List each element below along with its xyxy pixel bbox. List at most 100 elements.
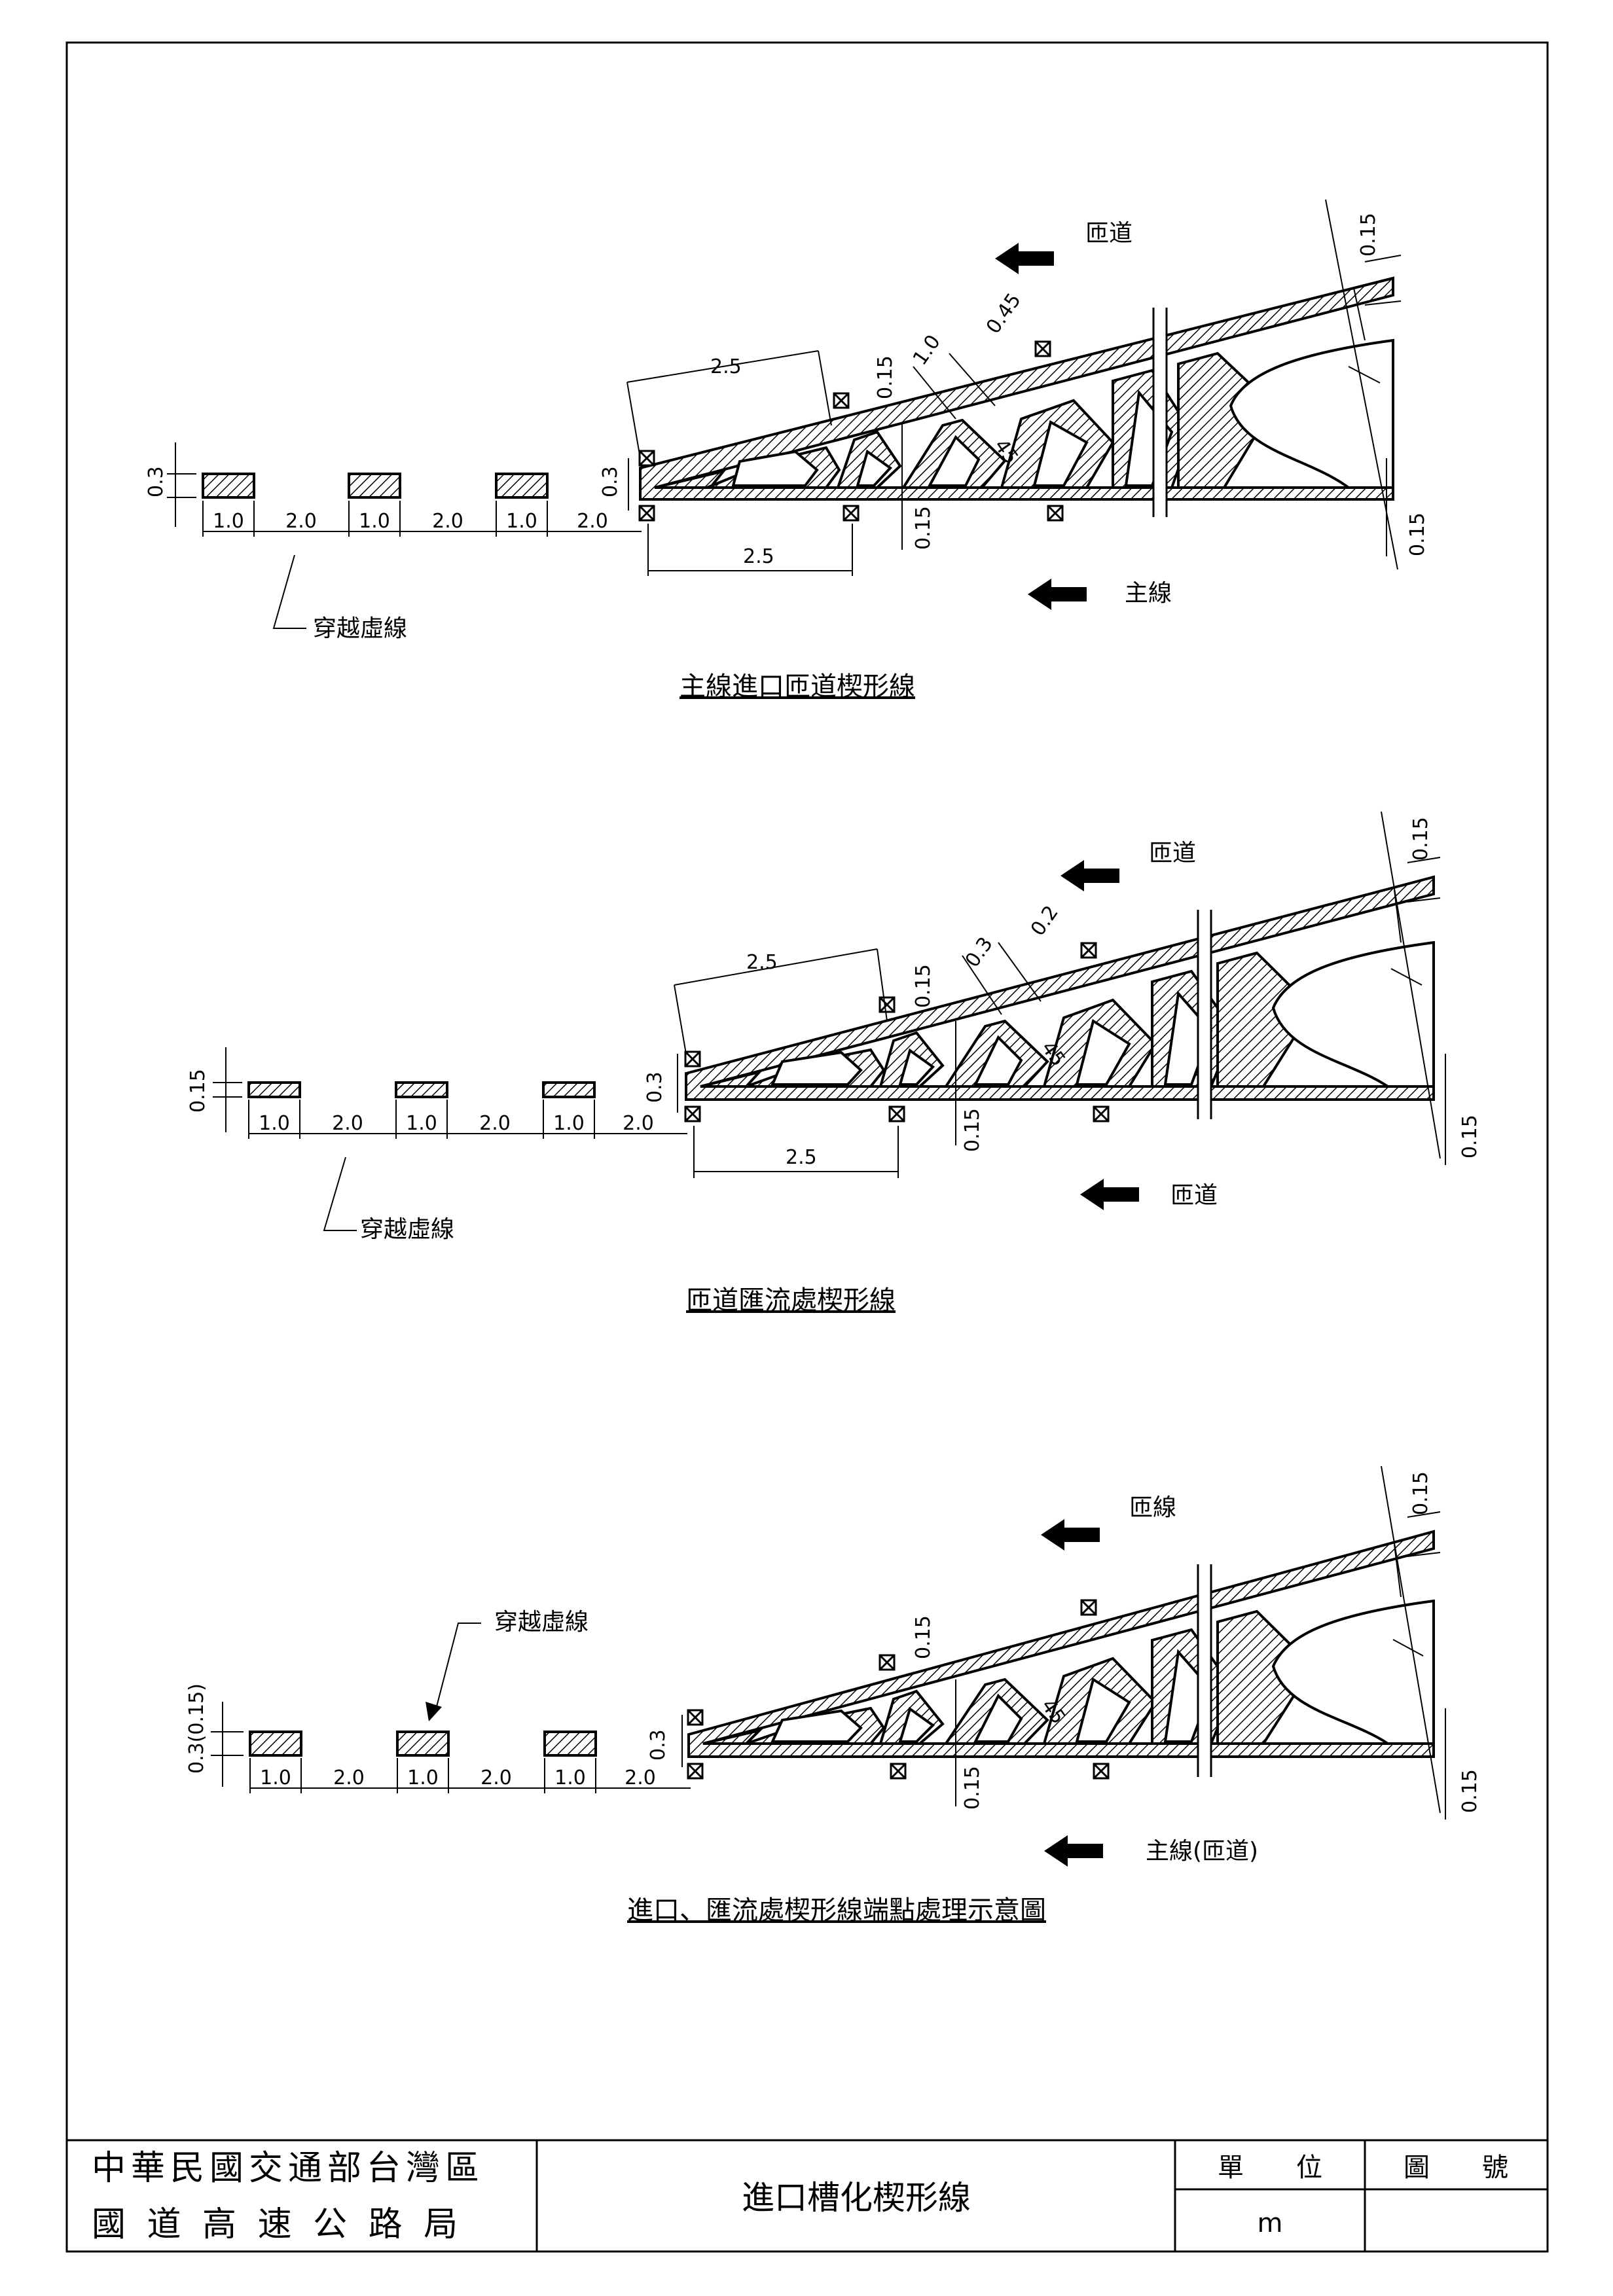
dim-line-width: 0.15 [961,1108,984,1152]
wedge-gap [898,1048,935,1086]
dim-line-width: 0.15 [1409,1471,1432,1515]
raised-pavement-marker-icon [638,505,655,522]
left-arrow-icon [1080,1179,1139,1210]
bottom-arrow-label: 主線(匝道) [1146,1838,1258,1865]
raised-pavement-marker-icon [843,505,860,522]
dim-dash-length: 1.0 [407,1767,439,1789]
raised-pavement-marker-icon [888,1105,905,1122]
dim-dash-gap: 2.0 [479,1112,511,1135]
dim-dash-length: 1.0 [359,510,390,533]
break-gap [1153,308,1167,517]
dim-stripe-gap: 0.2 [1026,901,1063,940]
diverge-line [1381,811,1441,1159]
title-block: 中華民國交通部台灣區 國 道 高 速 公 路 局 進口槽化楔形線 單 位 m 圖… [67,2139,1548,2251]
dash-block [249,1731,302,1757]
break-line-icon [1392,1639,1424,1657]
break-line-icon [1348,366,1381,384]
wedge-tip [654,469,727,489]
raised-pavement-marker-icon [879,1654,896,1671]
wedge-nose [1271,941,1435,1088]
dim-stripe-width: 0.3 [961,933,998,971]
dim-line-width: 0.15 [912,964,935,1008]
dim-line-width: 0.15 [874,355,897,399]
dash-block [395,1081,448,1098]
raised-pavement-marker-icon [890,1763,907,1780]
dim-stripe-gap: 0.45 [982,289,1026,338]
dim-marker-height: 0.3 [643,1071,666,1103]
dim-dash-gap: 2.0 [480,1767,512,1789]
break-gap [1198,1564,1211,1777]
crossing-line-label: 穿越虛線 [494,1609,589,1636]
dim-marker-height: 0.3 [647,1729,670,1761]
dash-block [396,1731,450,1757]
dim-line-width: 0.15 [1459,1115,1481,1158]
dimension-lines [681,1511,1446,1820]
dash-block [247,1081,301,1098]
raised-pavement-marker-icon [687,1709,704,1726]
section-2: 1.0 2.0 1.0 2.0 1.0 2.0 0.15 穿越虛線 [187,811,1481,1316]
dim-dash-gap: 2.0 [625,1767,656,1789]
raised-pavement-marker-icon [1034,340,1051,357]
dim-dash-gap: 2.0 [577,510,608,533]
raised-pavement-marker-icon [879,996,896,1013]
wedge-gap [770,1050,863,1086]
dimension-lines [674,857,1446,1178]
raised-pavement-marker-icon [1047,505,1064,522]
dash-dimension-lines [213,1047,687,1139]
dim-dash-length: 1.0 [406,1112,437,1135]
wedge-gap [1075,1677,1131,1743]
section-caption: 進口、匯流處楔形線端點處理示意圖 [627,1895,1046,1926]
sheet-number-header: 圖 號 [1404,2153,1508,2183]
dash-block [495,473,549,499]
dim-dash-length: 1.0 [213,510,244,533]
crossing-leader [435,1623,481,1712]
diverge-line [1381,1465,1441,1814]
section-caption: 主線進口匝道楔形線 [680,672,915,702]
left-arrow-icon [1041,1519,1100,1551]
dim-dash-height: 0.3(0.15) [185,1683,208,1774]
bottom-arrow-label: 主線 [1125,580,1172,607]
break-gap [1198,910,1211,1119]
raised-pavement-marker-icon [1093,1105,1110,1122]
raised-pavement-marker-icon [684,1050,701,1067]
wedge-nose [1229,338,1394,489]
dash-dimension-lines [167,442,642,537]
agency-name-line1: 中華民國交通部台灣區 [92,2149,484,2188]
left-arrow-icon [1060,860,1119,891]
wedge-gap [973,1035,1023,1086]
dim-line-width: 0.15 [1409,817,1432,861]
dim-line-width: 0.15 [912,1615,935,1659]
raised-pavement-marker-icon [1080,942,1097,959]
raised-pavement-marker-icon [1080,1599,1097,1616]
wedge-tip [700,1069,763,1088]
unit-header: 單 位 [1218,2153,1322,2183]
break-line-icon [1394,1544,1402,1598]
wedge-gap [731,450,819,487]
dash-block [543,1731,597,1757]
dim-dash-length: 1.0 [260,1767,291,1789]
break-line-icon [1353,287,1366,341]
dim-lower-spacing: 2.5 [786,1146,817,1169]
dash-block [348,473,401,499]
section-3: 1.0 2.0 1.0 2.0 1.0 2.0 0.3(0.15) 穿越虛線 [185,1465,1481,1926]
wedge-nose [1271,1599,1435,1745]
raised-pavement-marker-icon [833,392,850,409]
wedge-gap [856,449,893,487]
wedge-gap [1032,420,1089,487]
raised-pavement-marker-icon [1093,1763,1110,1780]
sheet-border [65,41,1549,2253]
dim-upper-spacing: 2.5 [710,355,742,378]
wedge-gap [770,1709,863,1743]
unit-value: m [1258,2208,1283,2238]
dim-dash-gap: 2.0 [285,510,317,533]
top-arrow-label: 匝道 [1149,840,1196,867]
crossing-leader [272,554,306,629]
dim-line-width: 0.15 [1459,1769,1481,1813]
drawing-title: 進口槽化楔形線 [742,2179,971,2217]
dim-dash-gap: 2.0 [623,1112,654,1135]
leader-arrowhead-icon [426,1702,442,1721]
break-line-icon [1394,889,1402,943]
top-arrow-label: 匝道 [1085,220,1133,247]
crossing-line-label: 穿越虛線 [313,615,407,642]
